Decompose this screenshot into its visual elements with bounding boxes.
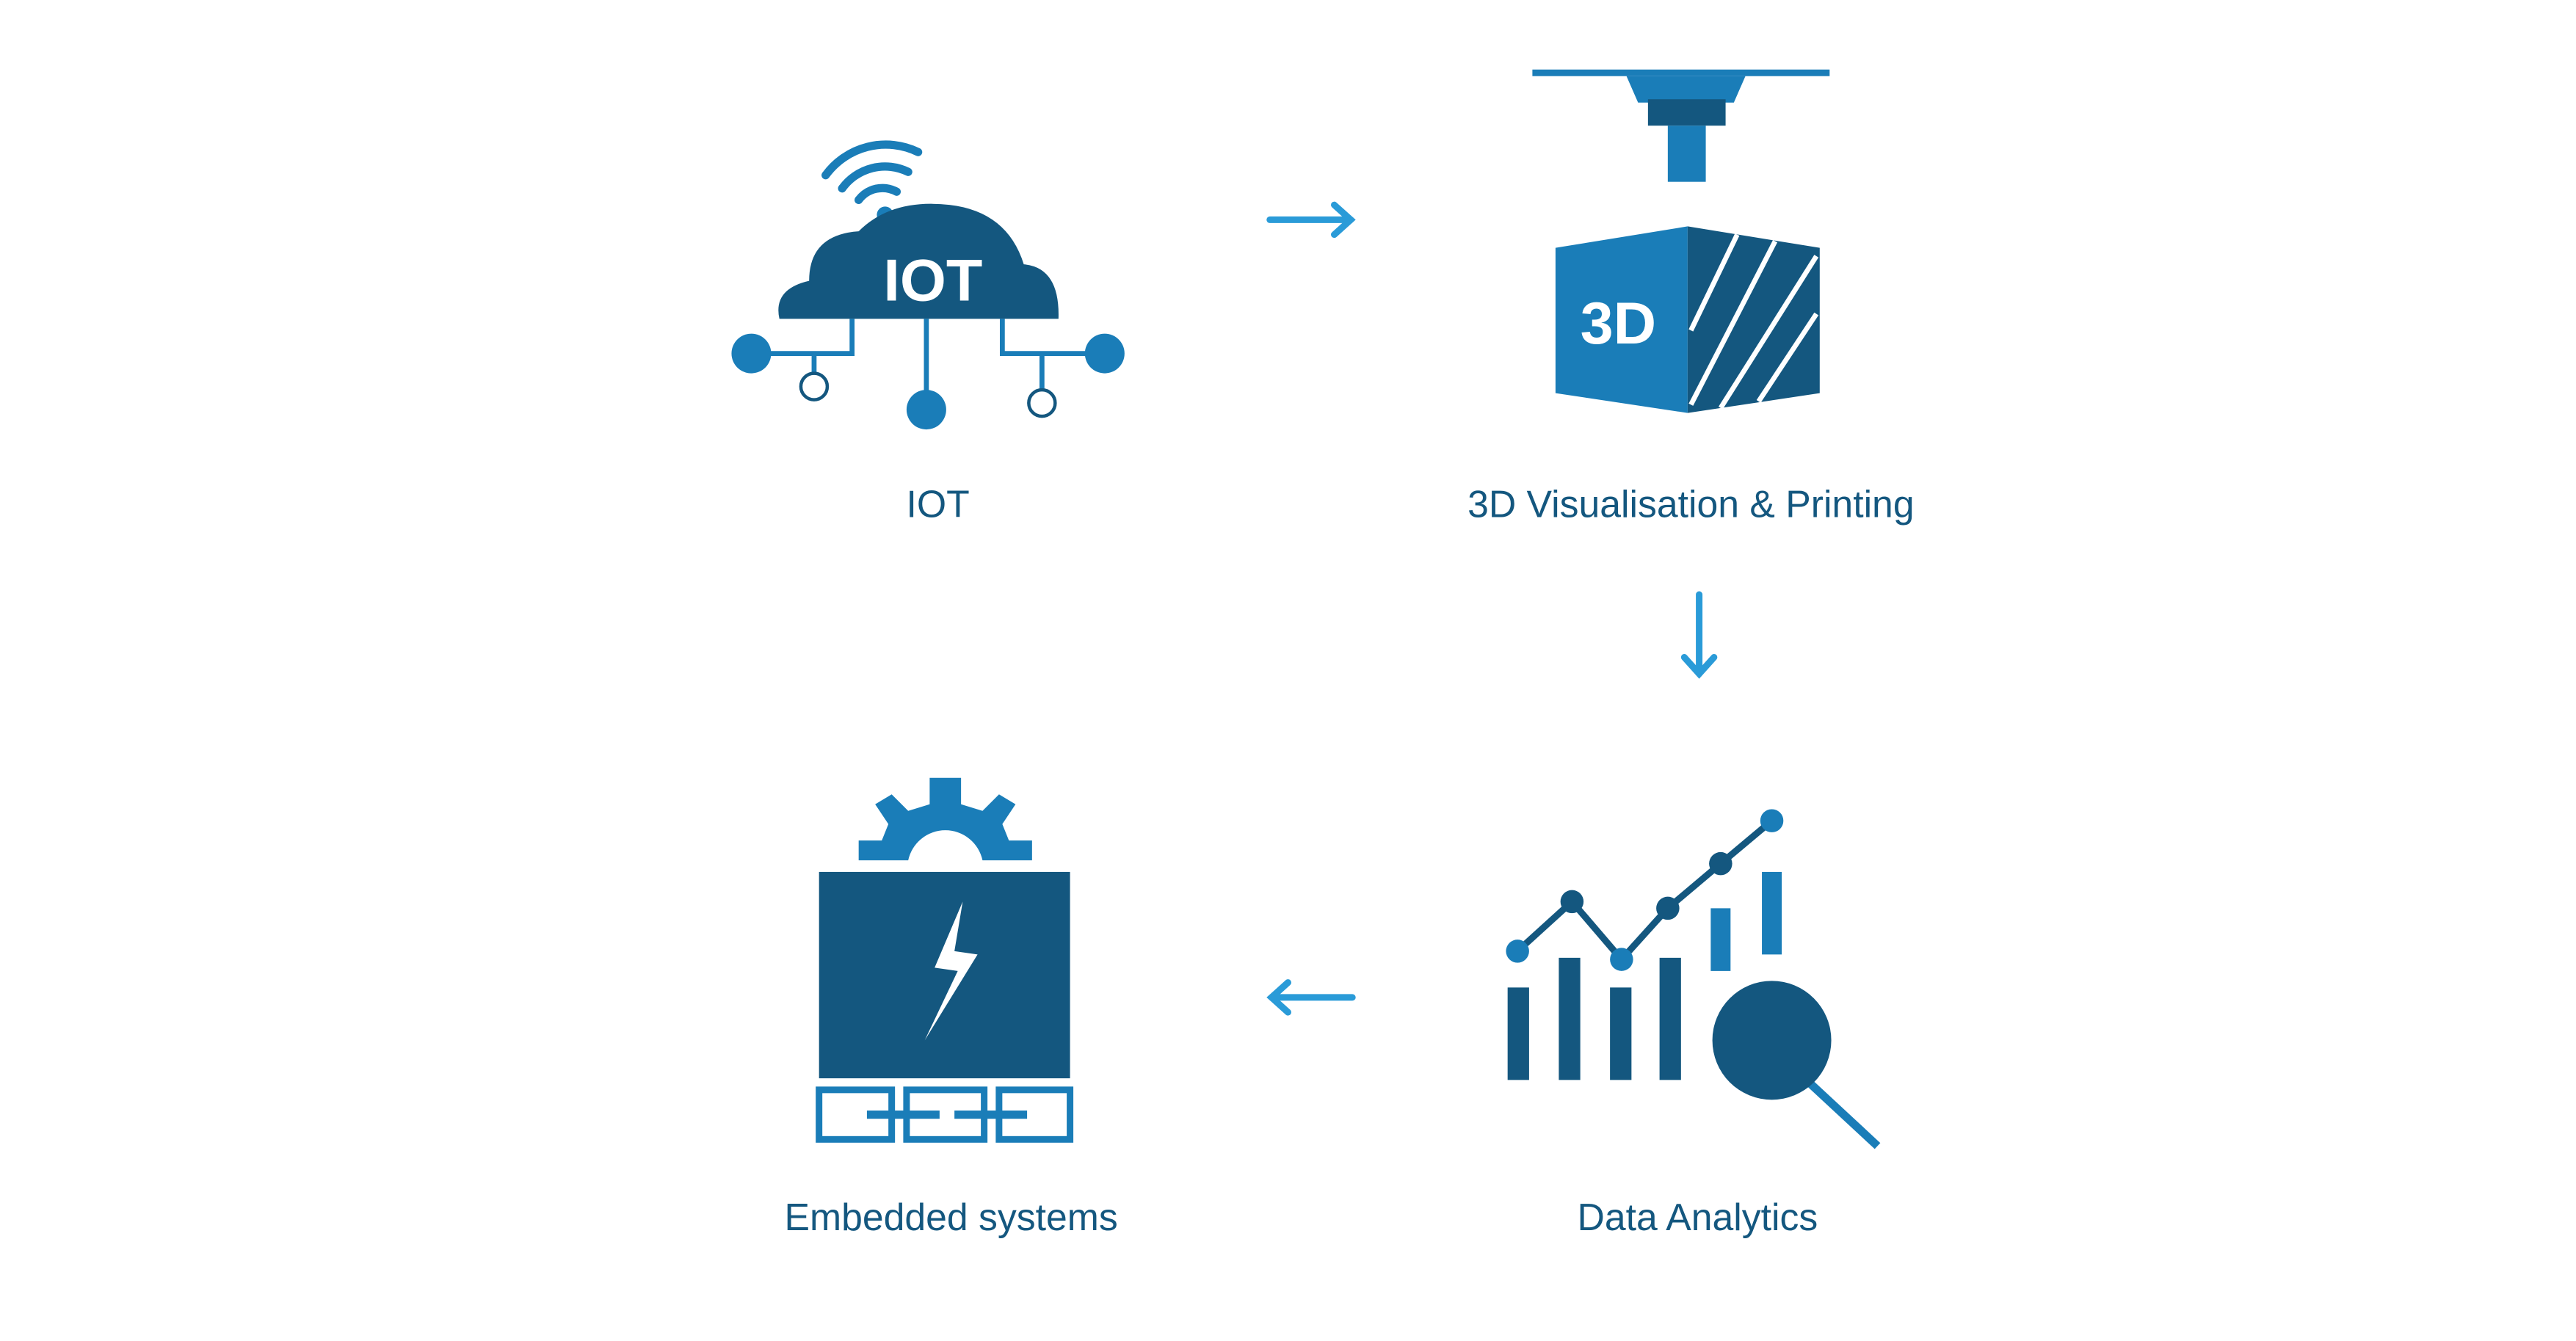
magnifier-icon <box>1712 981 1832 1100</box>
3d-printer-icon: 3D <box>1532 69 1830 413</box>
wifi-icon <box>821 140 923 205</box>
step-label-3d-printing: 3D Visualisation & Printing <box>1467 482 1915 525</box>
3d-icon-text: 3D <box>1581 291 1657 357</box>
down-arrow-icon <box>1680 591 1718 679</box>
lightning-bolt-icon <box>924 901 978 1041</box>
chain-icon <box>816 1086 1074 1143</box>
analytics-chart-icon <box>1506 809 1881 1149</box>
gear-icon <box>858 777 1032 861</box>
iot-icon-text: IOT <box>883 248 982 314</box>
step-label-embedded-systems: Embedded systems <box>785 1196 1118 1238</box>
iot-cloud-icon: IOT <box>731 140 1125 430</box>
step-label-iot: IOT <box>907 482 970 525</box>
right-arrow-icon <box>1266 201 1356 239</box>
embedded-chip-icon <box>816 777 1074 1143</box>
step-label-data-analytics: Data Analytics <box>1577 1196 1818 1238</box>
left-arrow-icon <box>1266 979 1356 1016</box>
